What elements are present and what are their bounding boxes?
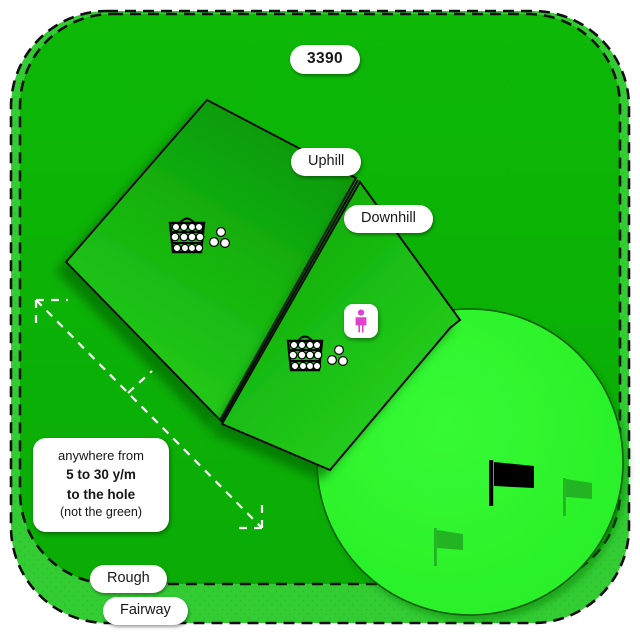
distance-badge: 3390 — [290, 45, 361, 74]
distance-callout: anywhere from 5 to 30 y/m to the hole (n… — [33, 438, 169, 532]
ball-cluster-uphill — [165, 212, 255, 263]
label-fairway: Fairway — [103, 597, 188, 625]
flag-practice-2[interactable] — [563, 478, 592, 516]
callout-line-2: 5 to 30 y/m — [66, 467, 136, 483]
player-marker[interactable] — [344, 304, 378, 338]
person-icon — [355, 309, 367, 333]
tee-box-downhill — [220, 180, 462, 472]
flag-active-hole[interactable] — [489, 460, 534, 506]
label-uphill: Uphill — [291, 148, 362, 176]
label-downhill: Downhill — [344, 205, 433, 233]
callout-line-1: anywhere from — [58, 448, 144, 463]
golf-ball-basket-icon — [286, 335, 324, 372]
loose-golf-balls — [326, 345, 348, 367]
loose-golf-balls — [208, 227, 230, 249]
label-rough: Rough — [90, 565, 167, 593]
golf-ball-basket-icon — [168, 217, 206, 254]
distance-dimension-line — [34, 298, 264, 530]
ridge-line — [220, 179, 359, 423]
callout-line-4: (not the green) — [60, 504, 142, 519]
flag-practice-1[interactable] — [434, 528, 463, 566]
callout-line-3: to the hole — [66, 486, 136, 502]
ball-cluster-downhill — [283, 330, 373, 381]
